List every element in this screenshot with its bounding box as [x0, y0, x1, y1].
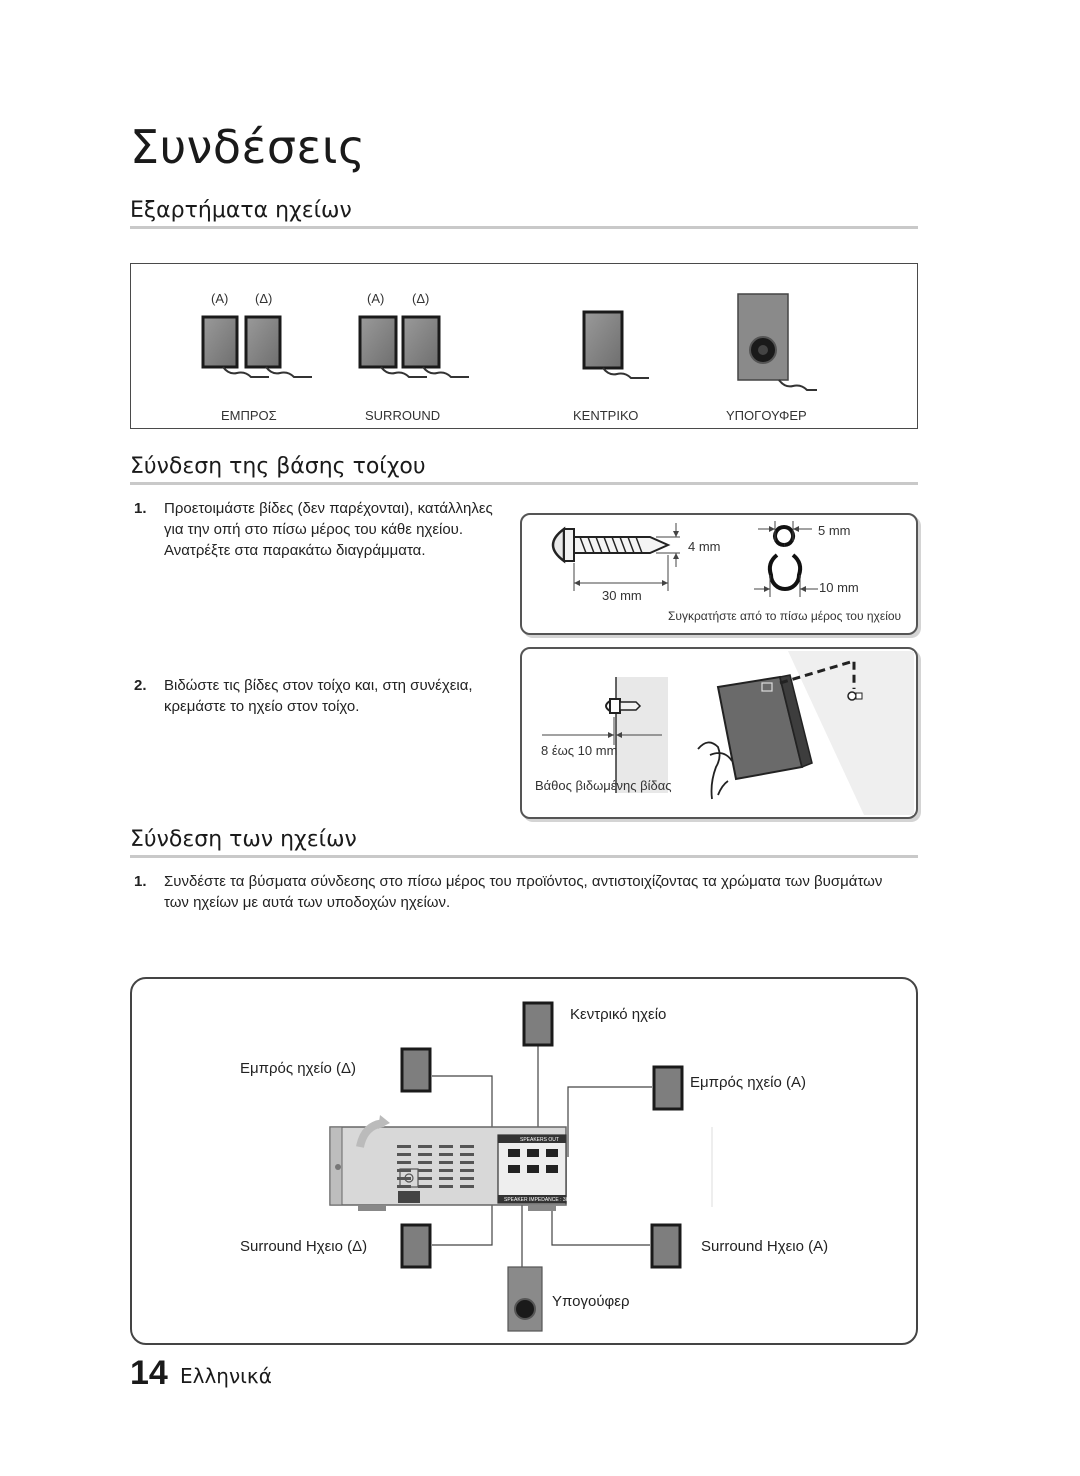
step-number: 1. — [134, 500, 147, 517]
page-number: 14 — [130, 1354, 168, 1392]
dimension-10mm: 10 mm — [819, 580, 859, 595]
panel-bottom-label: SPEAKER IMPEDANCE : 3Ω — [504, 1197, 570, 1203]
step-text: Προετοιμάστε βίδες (δεν παρέχονται), κατ… — [164, 500, 493, 559]
speaker-components-illustration — [201, 293, 817, 391]
surround-right-speaker-icon — [650, 1223, 682, 1269]
surround-speaker-left — [401, 315, 469, 378]
step-number: 2. — [134, 677, 147, 694]
label-subwoofer: ΥΠΟΓΟΥΦΕΡ — [726, 408, 807, 423]
screw-dimension-illustration — [551, 521, 818, 597]
surround-speaker-right — [358, 315, 427, 378]
screw-depth-range: 8 έως 10 mm — [541, 743, 618, 758]
front-left-speaker-icon — [400, 1047, 432, 1093]
front-speaker-left — [244, 315, 312, 378]
label-front-right: Εμπρός ηχείο (Α) — [690, 1074, 807, 1091]
screw-diagram: 4 mm 30 mm 5 mm 10 mm Συγκρατήστε από το… — [520, 513, 918, 635]
speaker-wiring-illustration — [329, 1001, 713, 1332]
footer-language: Ελληνικά — [180, 1364, 272, 1388]
screw-caption: Συγκρατήστε από το πίσω μέρος του ηχείου — [668, 609, 902, 623]
label-center: ΚΕΝΤΡΙΚΟ — [573, 408, 639, 423]
section-rule — [130, 482, 918, 485]
section-title-components: Εξαρτήματα ηχείων — [130, 198, 352, 223]
subwoofer-speaker — [737, 293, 817, 391]
front-right-marker: (Α) — [211, 291, 229, 306]
label-surround: SURROUND — [365, 408, 441, 423]
screw-depth-caption: Βάθος βιδωμένης βίδας — [535, 778, 672, 793]
wall-hanging-illustration — [542, 651, 914, 815]
connection-step-1: 1. Συνδέστε τα βύσματα σύνδεσης στο πίσω… — [134, 871, 904, 913]
section-title-speaker-connection: Σύνδεση των ηχείων — [130, 827, 357, 852]
surround-left-speaker-icon — [400, 1223, 432, 1269]
front-right-speaker-icon — [652, 1065, 684, 1111]
dimension-30mm: 30 mm — [602, 588, 642, 603]
wall-hanging-diagram: 8 έως 10 mm Βάθος βιδωμένης βίδας — [520, 647, 918, 819]
label-surround-right: Surround Ηχειο (Α) — [701, 1238, 829, 1255]
panel-top-label: SPEAKERS OUT — [520, 1137, 559, 1143]
wall-step-2: 2. Βιδώστε τις βίδες στον τοίχο και, στη… — [134, 675, 504, 717]
label-surround-left: Surround Ηχειο (Δ) — [240, 1238, 368, 1255]
label-front: ΕΜΠΡΟΣ — [221, 408, 277, 423]
wall-step-1: 1. Προετοιμάστε βίδες (δεν παρέχονται), … — [134, 498, 504, 561]
label-center-speaker: Κεντρικό ηχείο — [570, 1006, 667, 1023]
section-rule — [130, 855, 918, 858]
surround-left-marker: (Δ) — [412, 291, 430, 306]
label-front-left: Εμπρός ηχείο (Δ) — [240, 1060, 357, 1077]
dimension-4mm: 4 mm — [688, 539, 721, 554]
front-left-marker: (Δ) — [255, 291, 273, 306]
section-title-wall-mount: Σύνδεση της βάσης τοίχου — [130, 454, 426, 479]
surround-right-marker: (Α) — [367, 291, 385, 306]
components-box: (Α) (Δ) (Α) (Δ) ΕΜΠΡΟΣ SURROUND ΚΕΝΤΡΙΚΟ… — [130, 263, 918, 429]
center-speaker — [582, 310, 649, 379]
center-speaker-icon — [522, 1001, 554, 1047]
step-text: Συνδέστε τα βύσματα σύνδεσης στο πίσω μέ… — [164, 873, 883, 911]
front-speaker-right — [201, 315, 269, 378]
page-title: Συνδέσεις — [130, 120, 366, 174]
step-number: 1. — [134, 873, 147, 890]
dimension-5mm: 5 mm — [818, 523, 851, 538]
section-rule — [130, 226, 918, 229]
subwoofer-icon — [507, 1266, 543, 1332]
label-subwoofer: Υπογούφερ — [552, 1293, 630, 1310]
connection-diagram: SPEAKERS OUT SPEAKER IMPEDANCE : 3Ω Κεντ… — [130, 977, 918, 1345]
step-text: Βιδώστε τις βίδες στον τοίχο και, στη συ… — [164, 677, 473, 715]
